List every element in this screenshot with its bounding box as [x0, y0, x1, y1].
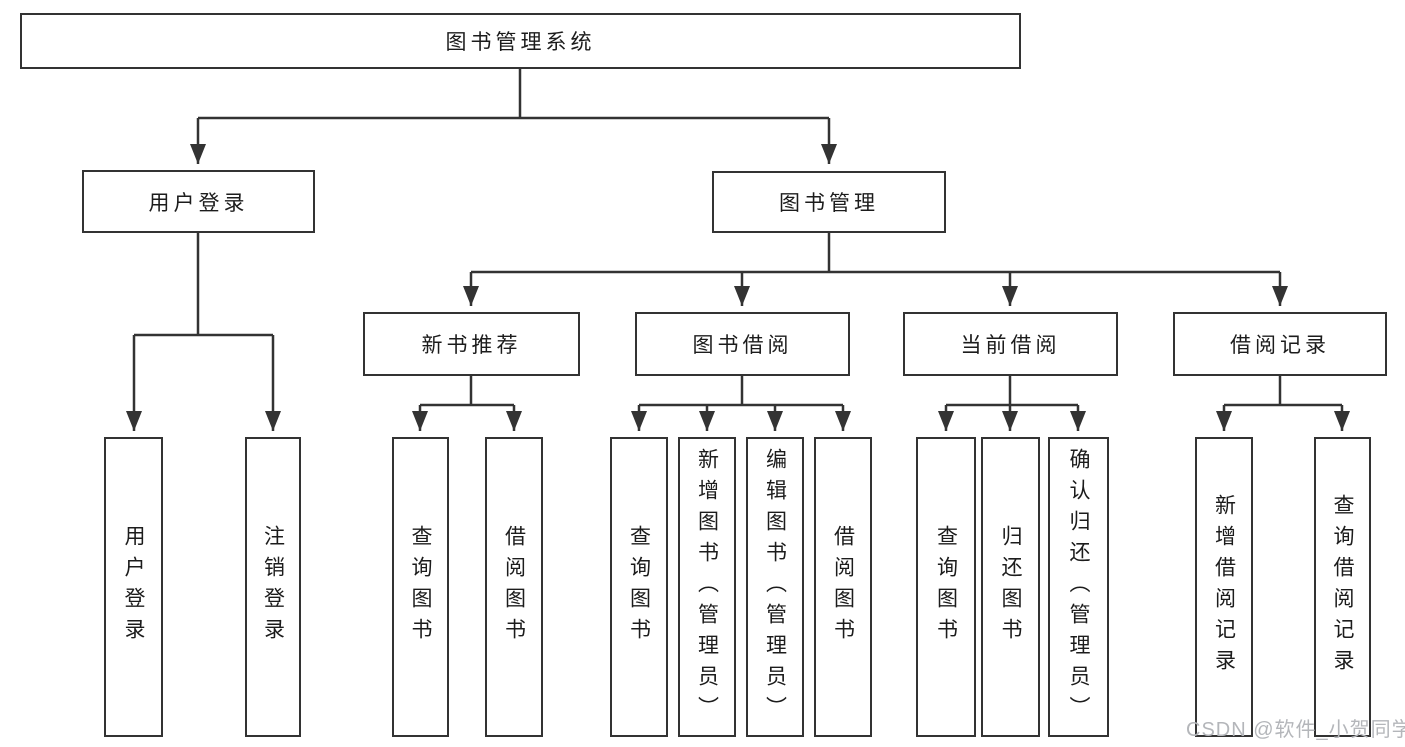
leaf-label: 借阅图书: [831, 525, 855, 649]
leaf-label: 编辑图书（管理员）: [763, 447, 787, 727]
leaf-query-books-recommend: 查询图书: [392, 437, 449, 737]
leaf-label: 查询图书: [934, 525, 958, 649]
leaf-user-login: 用户登录: [104, 437, 163, 737]
leaf-label: 归还图书: [999, 525, 1022, 649]
leaf-label: 新增借阅记录: [1212, 494, 1236, 680]
node-label: 用户登录: [148, 191, 249, 215]
node-label: 图书管理系统: [445, 31, 596, 54]
leaf-label: 查询图书: [409, 525, 432, 649]
node-book-management: 图书管理: [712, 171, 946, 233]
node-book-borrowing: 图书借阅: [635, 312, 850, 376]
leaf-label: 查询图书: [627, 525, 651, 649]
leaf-confirm-return-admin: 确认归还（管理员）: [1048, 437, 1109, 737]
leaf-query-borrow-record: 查询借阅记录: [1314, 437, 1371, 737]
leaf-edit-books-admin: 编辑图书（管理员）: [746, 437, 804, 737]
node-current-borrowing: 当前借阅: [903, 312, 1118, 376]
leaf-label: 用户登录: [122, 525, 145, 649]
leaf-query-books-current: 查询图书: [916, 437, 976, 737]
leaf-label: 新增图书（管理员）: [695, 447, 719, 727]
node-new-book-recommendation: 新书推荐: [363, 312, 580, 376]
node-label: 新书推荐: [421, 334, 522, 357]
node-label: 图书借阅: [692, 334, 793, 357]
node-label: 图书管理: [779, 192, 879, 215]
node-user-login: 用户登录: [82, 170, 315, 233]
leaf-logout: 注销登录: [245, 437, 301, 737]
node-label: 当前借阅: [960, 334, 1061, 357]
leaf-label: 查询借阅记录: [1331, 494, 1354, 680]
csdn-watermark: CSDN @软件_小贺同学: [1186, 719, 1405, 741]
node-borrowing-records: 借阅记录: [1173, 312, 1387, 376]
leaf-label: 注销登录: [261, 525, 285, 649]
leaf-add-books-admin: 新增图书（管理员）: [678, 437, 736, 737]
leaf-borrow-books-recommend: 借阅图书: [485, 437, 543, 737]
node-library-management-system: 图书管理系统: [20, 13, 1021, 69]
leaf-label: 确认归还（管理员）: [1067, 447, 1090, 727]
leaf-label: 借阅图书: [502, 525, 526, 649]
leaf-add-borrow-record: 新增借阅记录: [1195, 437, 1253, 737]
leaf-return-books: 归还图书: [981, 437, 1040, 737]
node-label: 借阅记录: [1230, 334, 1330, 357]
leaf-query-books-borrowing: 查询图书: [610, 437, 668, 737]
leaf-borrow-books-borrowing: 借阅图书: [814, 437, 872, 737]
